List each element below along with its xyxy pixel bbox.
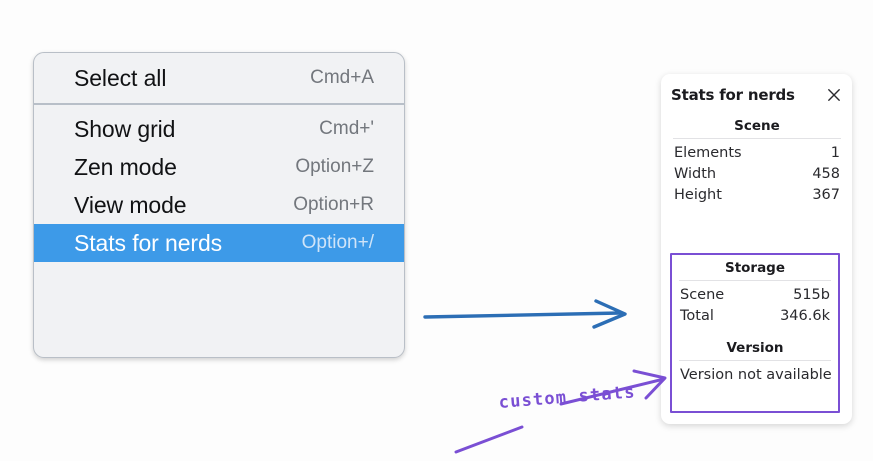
stats-row-elements: Elements 1 (671, 142, 843, 163)
stats-for-nerds-panel: Stats for nerds Scene Elements 1 Width 4… (661, 74, 852, 424)
custom-stats-highlight-box: Storage Scene 515b Total 346.6k Version … (670, 253, 840, 413)
version-not-available-text: Version not available (680, 367, 832, 383)
stats-row-key: Total (680, 307, 714, 324)
menu-item-label: Show grid (74, 115, 176, 142)
stats-row-key: Width (674, 165, 717, 182)
stats-panel-header: Stats for nerds (671, 84, 843, 106)
stats-row-height: Height 367 (671, 184, 843, 205)
custom-stats-underline-stroke (454, 425, 524, 454)
stats-row-key: Elements (674, 144, 742, 161)
menu-item-shortcut: Option+Z (295, 156, 374, 177)
menu-item-shortcut: Option+/ (301, 232, 374, 253)
menu-item-select-all[interactable]: Select all Cmd+A (34, 59, 404, 97)
stats-section-storage: Storage Scene 515b Total 346.6k (677, 257, 833, 326)
stats-row-value: 458 (812, 165, 840, 182)
stats-row-key: Height (674, 186, 722, 203)
stats-panel-title: Stats for nerds (671, 86, 795, 104)
menu-item-shortcut: Cmd+A (310, 67, 374, 88)
menu-item-shortcut: Option+R (293, 194, 374, 215)
stats-row-storage-total: Total 346.6k (677, 305, 833, 326)
menu-to-panel-arrow (423, 299, 627, 329)
close-icon[interactable] (825, 86, 843, 104)
stats-row-width: Width 458 (671, 163, 843, 184)
section-heading-version: Version (726, 340, 784, 356)
stats-row-value: 1 (830, 144, 840, 161)
section-heading-storage: Storage (724, 260, 786, 276)
menu-item-label: Stats for nerds (74, 229, 223, 256)
menu-separator (34, 103, 404, 105)
stats-row-key: Scene (680, 286, 725, 303)
menu-item-show-grid[interactable]: Show grid Cmd+' (34, 110, 404, 148)
context-menu: Select all Cmd+A Show grid Cmd+' Zen mod… (33, 52, 405, 358)
menu-group-2: Show grid Cmd+' Zen mode Option+Z View m… (34, 110, 404, 262)
menu-item-zen-mode[interactable]: Zen mode Option+Z (34, 148, 404, 186)
section-divider (679, 280, 831, 281)
menu-item-view-mode[interactable]: View mode Option+R (34, 186, 404, 224)
stats-row-value: 367 (812, 186, 840, 203)
stats-row-value: 346.6k (780, 307, 830, 324)
stats-section-scene: Scene Elements 1 Width 458 Height 367 (671, 115, 843, 205)
menu-group-1: Select all Cmd+A (34, 59, 404, 97)
menu-item-stats-for-nerds[interactable]: Stats for nerds Option+/ (34, 224, 404, 262)
menu-item-shortcut: Cmd+' (319, 118, 374, 139)
menu-item-label: View mode (74, 191, 187, 218)
menu-item-label: Select all (74, 64, 167, 91)
custom-stats-annotation-label: custom stats (498, 382, 637, 413)
stats-row-storage-scene: Scene 515b (677, 284, 833, 305)
section-divider (673, 138, 841, 139)
section-heading-scene: Scene (734, 118, 780, 134)
stats-row-value: 515b (793, 286, 830, 303)
section-divider (679, 360, 831, 361)
menu-item-label: Zen mode (74, 153, 177, 180)
stats-section-version: Version Version not available (677, 337, 833, 385)
